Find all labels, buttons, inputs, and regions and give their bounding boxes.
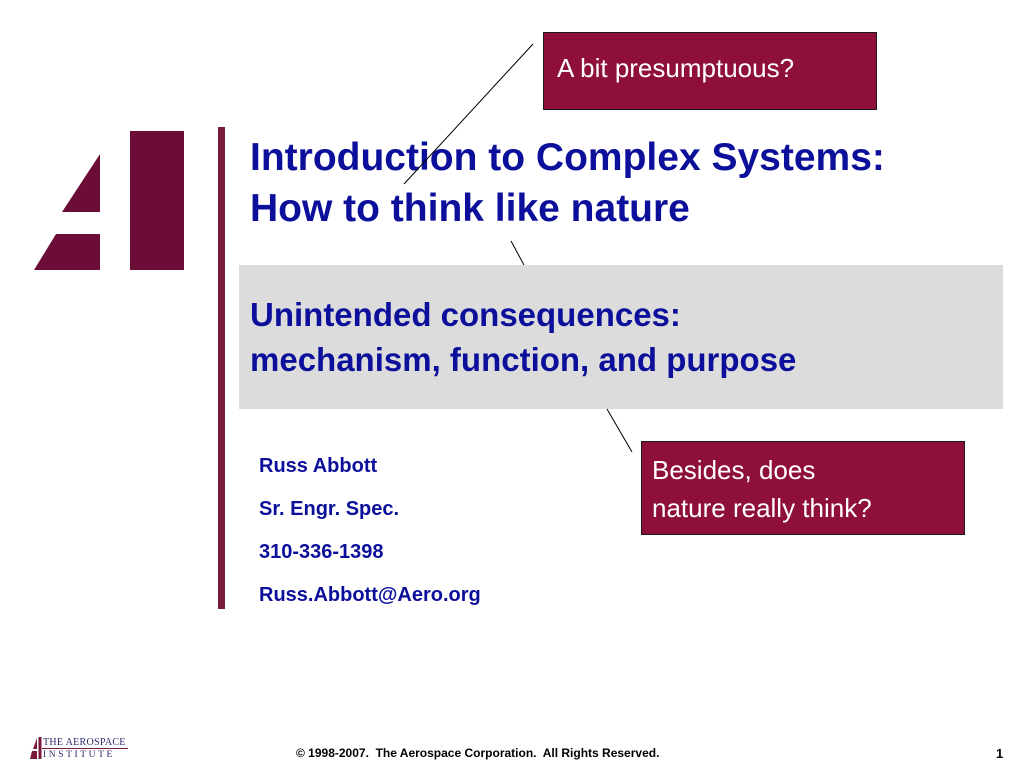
title-line-1: Introduction to Complex Systems: [250, 136, 885, 179]
aerospace-ai-logo-icon [34, 131, 184, 270]
leader-line-mid [510, 240, 525, 266]
callout-2-line-1: Besides, does [652, 455, 816, 485]
footer-logo-rule [42, 748, 128, 749]
callout-1-text: A bit presumptuous? [557, 53, 795, 83]
slide-title: Introduction to Complex Systems: How to … [250, 132, 1010, 234]
callout-nature-think: Besides, does nature really think? [641, 441, 965, 535]
slide-subtitle: Unintended consequences: mechanism, func… [250, 292, 990, 382]
contact-email[interactable]: Russ.Abbott@Aero.org [259, 584, 481, 606]
contact-phone: 310-336-1398 [259, 541, 384, 563]
contact-name: Russ Abbott [259, 455, 378, 477]
subtitle-band [239, 265, 1003, 409]
title-line-2: How to think like nature [250, 187, 690, 230]
footer-logo-text: THE AEROSPACE INSTITUTE [43, 737, 126, 761]
leader-line-bottom [606, 408, 633, 453]
contact-block: Russ Abbott Sr. Engr. Spec. 310-336-1398… [259, 451, 481, 623]
copyright-text: © 1998-2007. The Aerospace Corporation. … [296, 746, 660, 760]
callout-presumptuous: A bit presumptuous? [543, 32, 877, 110]
aerospace-institute-logo-icon [30, 737, 42, 759]
vertical-divider [218, 127, 225, 609]
footer-logo-line-2: INSTITUTE [43, 750, 115, 760]
subtitle-line-1: Unintended consequences: [250, 296, 681, 333]
callout-2-line-2: nature really think? [652, 493, 872, 523]
subtitle-line-2: mechanism, function, and purpose [250, 341, 797, 378]
contact-position: Sr. Engr. Spec. [259, 498, 400, 520]
footer-logo-line-1: THE AEROSPACE [43, 737, 126, 748]
leader-line-top [403, 43, 534, 185]
page-number: 1 [996, 746, 1004, 761]
